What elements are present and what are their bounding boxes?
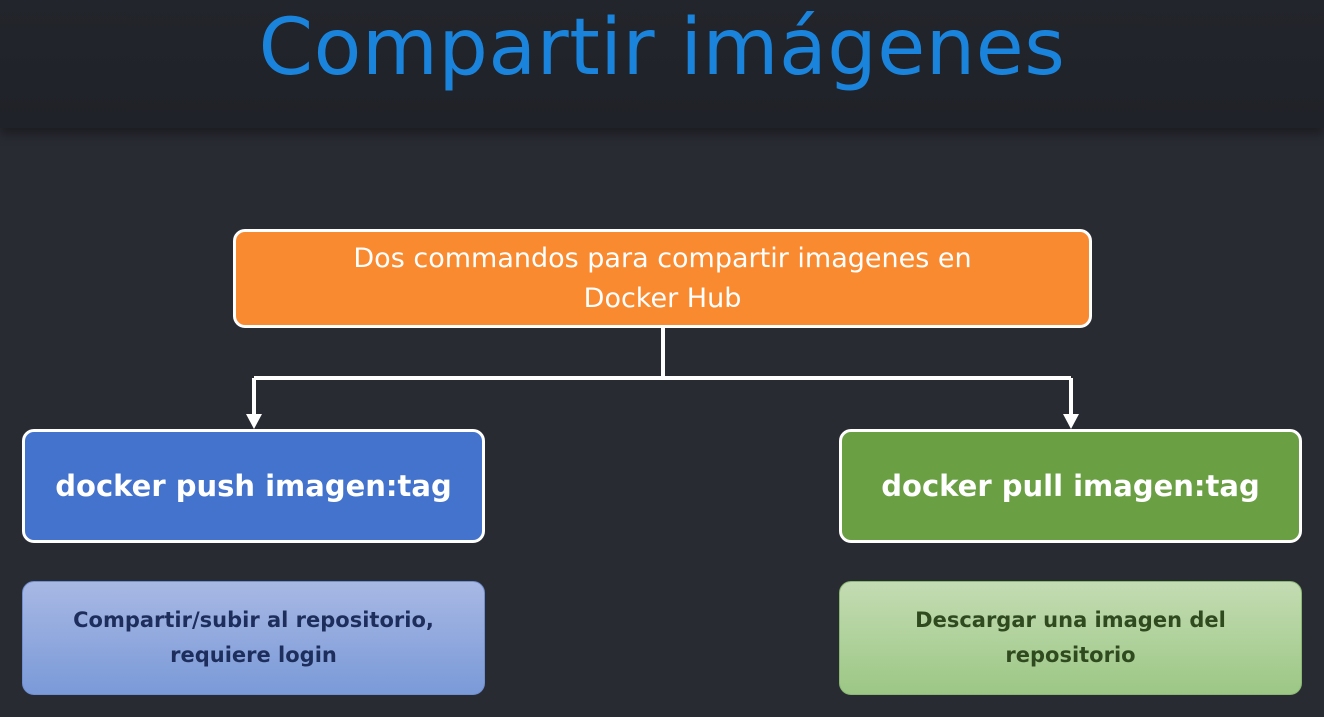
pull-command-text: docker pull imagen:tag: [881, 469, 1260, 503]
pull-description-text: Descargar una imagen del repositorio: [915, 608, 1226, 667]
arrowhead-right: [1063, 414, 1079, 429]
root-node: Dos commandos para compartir imagenes en…: [233, 229, 1092, 328]
push-command-node: docker push imagen:tag: [22, 429, 485, 543]
arrowhead-left: [246, 414, 262, 429]
title-bar: [0, 0, 1324, 128]
push-command-text: docker push imagen:tag: [55, 469, 452, 503]
push-description-node: Compartir/subir al repositorio, requiere…: [22, 581, 485, 695]
pull-description-node: Descargar una imagen del repositorio: [839, 581, 1302, 695]
slide-title: Compartir imágenes: [258, 3, 1066, 93]
root-node-text: Dos commandos para compartir imagenes en…: [353, 242, 972, 314]
push-description-text: Compartir/subir al repositorio, requiere…: [73, 608, 434, 667]
pull-command-node: docker pull imagen:tag: [839, 429, 1302, 543]
